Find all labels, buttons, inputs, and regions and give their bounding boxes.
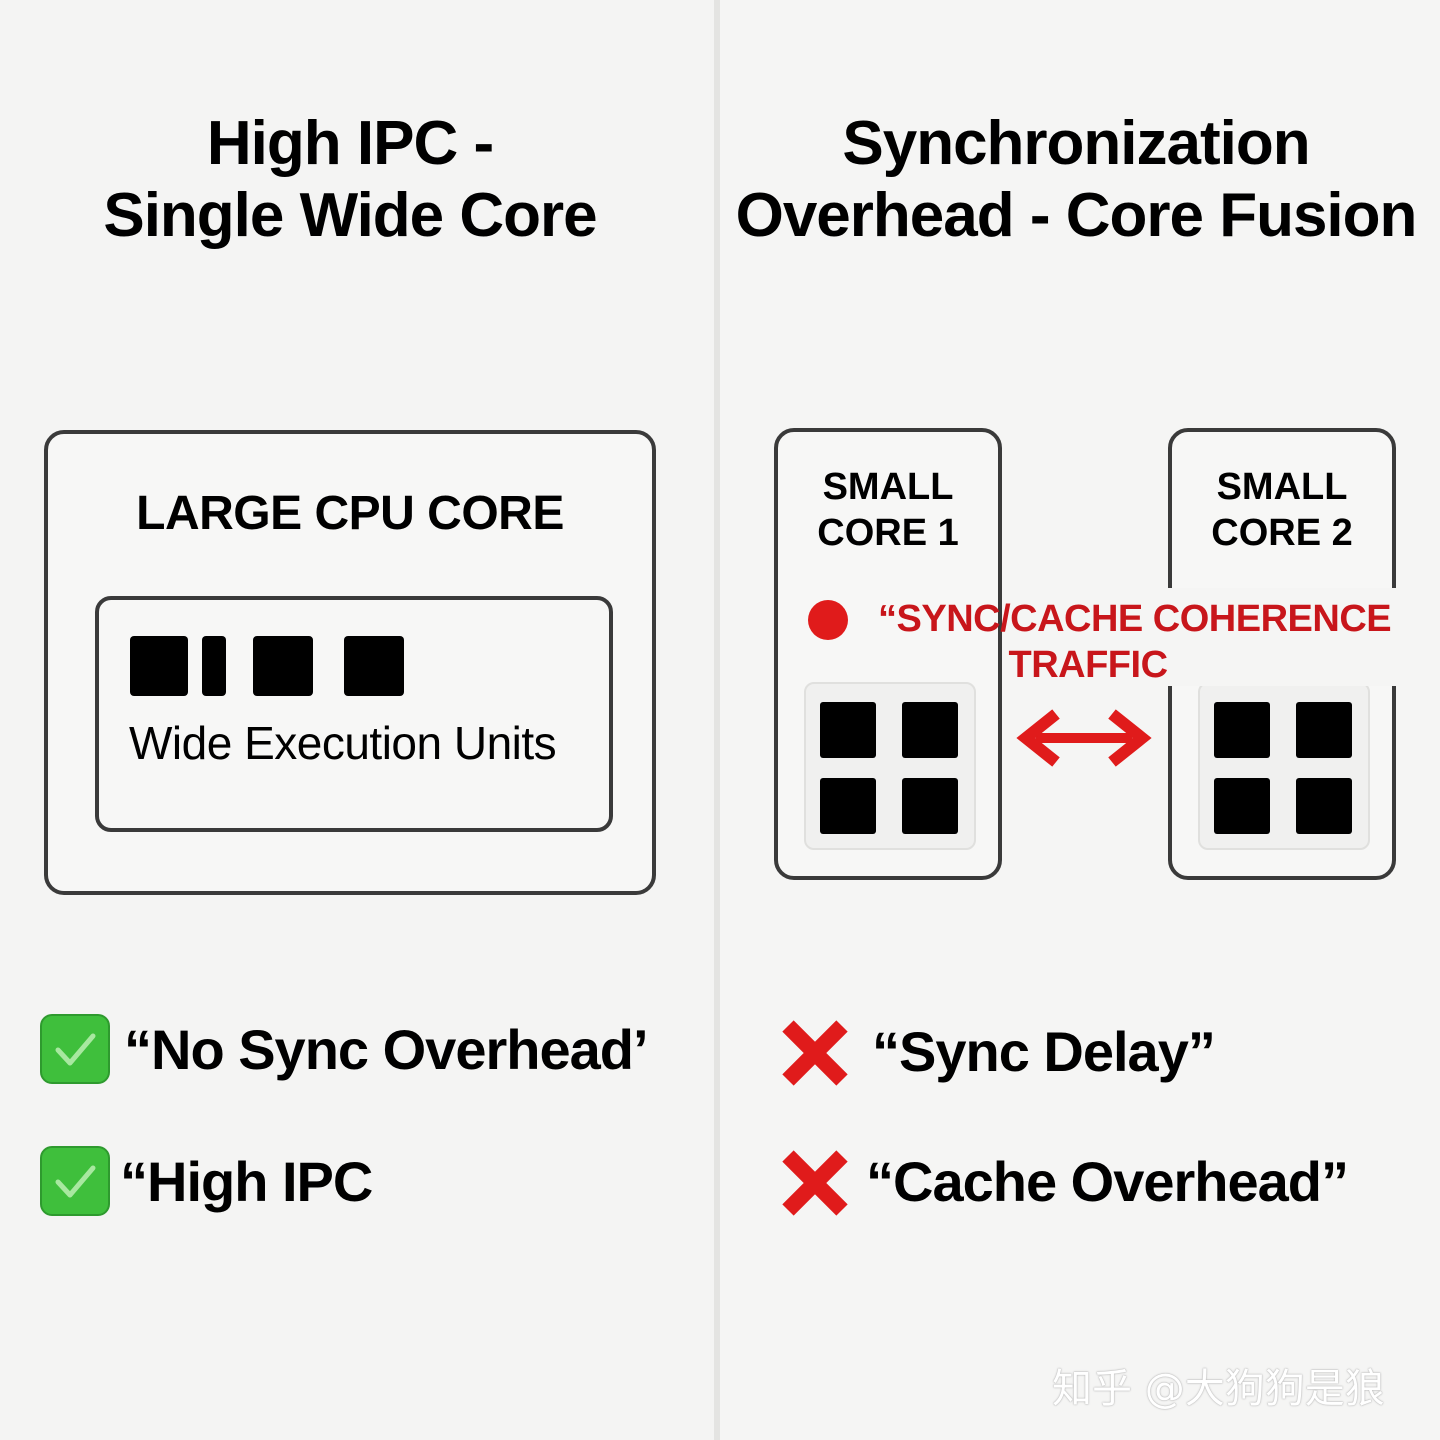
small-core-2-label-line-1: SMALL — [1216, 466, 1348, 508]
bullet-text: “High IPC — [120, 1150, 373, 1213]
large-cpu-core: LARGE CPU CORE Wide Execution Units — [44, 430, 656, 895]
bullet-high-ipc: “High IPC — [40, 1142, 680, 1222]
small-core-1: SMALL CORE 1 — [774, 428, 1002, 880]
execution-unit — [344, 636, 404, 696]
traffic-label-background — [1020, 588, 1440, 686]
right-title-line-1: Synchronization — [842, 109, 1310, 178]
core-unit — [820, 702, 876, 758]
left-title-line-2: Single Wide Core — [103, 181, 597, 250]
bullet-no-sync-overhead: “No Sync Overhead’ — [40, 1010, 680, 1090]
execution-unit — [130, 636, 188, 696]
core-unit — [902, 702, 958, 758]
right-title-line-2: Overhead - Core Fusion — [735, 181, 1418, 250]
bullet-text: “Cache Overhead” — [866, 1150, 1349, 1213]
watermark: 知乎 @大狗狗是狼 — [1052, 1366, 1385, 1412]
small-core-2-label-line-2: CORE 2 — [1211, 512, 1353, 554]
traffic-label-line-2: TRAFFIC — [1008, 644, 1168, 686]
small-core-1-label-line-2: CORE 1 — [817, 512, 959, 554]
bullet-text: “No Sync Overhead’ — [124, 1018, 649, 1081]
small-core-2-label: SMALL CORE 2 — [1172, 464, 1392, 556]
panel-divider — [714, 0, 720, 1440]
left-panel: High IPC - Single Wide Core LARGE CPU CO… — [0, 0, 714, 1440]
core-unit — [1214, 778, 1270, 834]
execution-units-box: Wide Execution Units — [95, 596, 613, 832]
core-unit — [1296, 702, 1352, 758]
core-1-unit-cluster — [804, 682, 976, 850]
right-title: Synchronization Overhead - Core Fusion — [720, 108, 1432, 252]
check-icon — [40, 1146, 110, 1216]
traffic-label-line-1: “SYNC/CACHE COHERENCE — [878, 598, 1392, 640]
small-core-1-label-line-1: SMALL — [822, 466, 954, 508]
small-core-1-label: SMALL CORE 1 — [778, 464, 998, 556]
bullet-cache-overhead: “Cache Overhead” — [780, 1142, 1420, 1222]
left-title: High IPC - Single Wide Core — [0, 108, 700, 252]
traffic-label: “SYNC/CACHE COHERENCE TRAFFIC — [808, 596, 1392, 688]
core-unit — [1296, 778, 1352, 834]
core-unit — [1214, 702, 1270, 758]
bullet-text: “Sync Delay” — [872, 1020, 1216, 1083]
bullet-sync-delay: “Sync Delay” — [780, 1012, 1420, 1092]
left-title-line-1: High IPC - — [206, 109, 494, 178]
cross-icon — [782, 1020, 848, 1086]
execution-unit — [253, 636, 313, 696]
red-dot-icon — [808, 600, 848, 640]
large-core-label: LARGE CPU CORE — [136, 487, 564, 540]
check-icon — [40, 1014, 110, 1084]
execution-unit — [202, 636, 226, 696]
core-unit — [820, 778, 876, 834]
execution-units-label: Wide Execution Units — [129, 717, 557, 769]
right-panel: Synchronization Overhead - Core Fusion S… — [720, 0, 1440, 1440]
core-2-unit-cluster — [1198, 682, 1370, 850]
cross-icon — [782, 1150, 848, 1216]
core-unit — [902, 778, 958, 834]
double-arrow-icon — [1016, 709, 1152, 767]
